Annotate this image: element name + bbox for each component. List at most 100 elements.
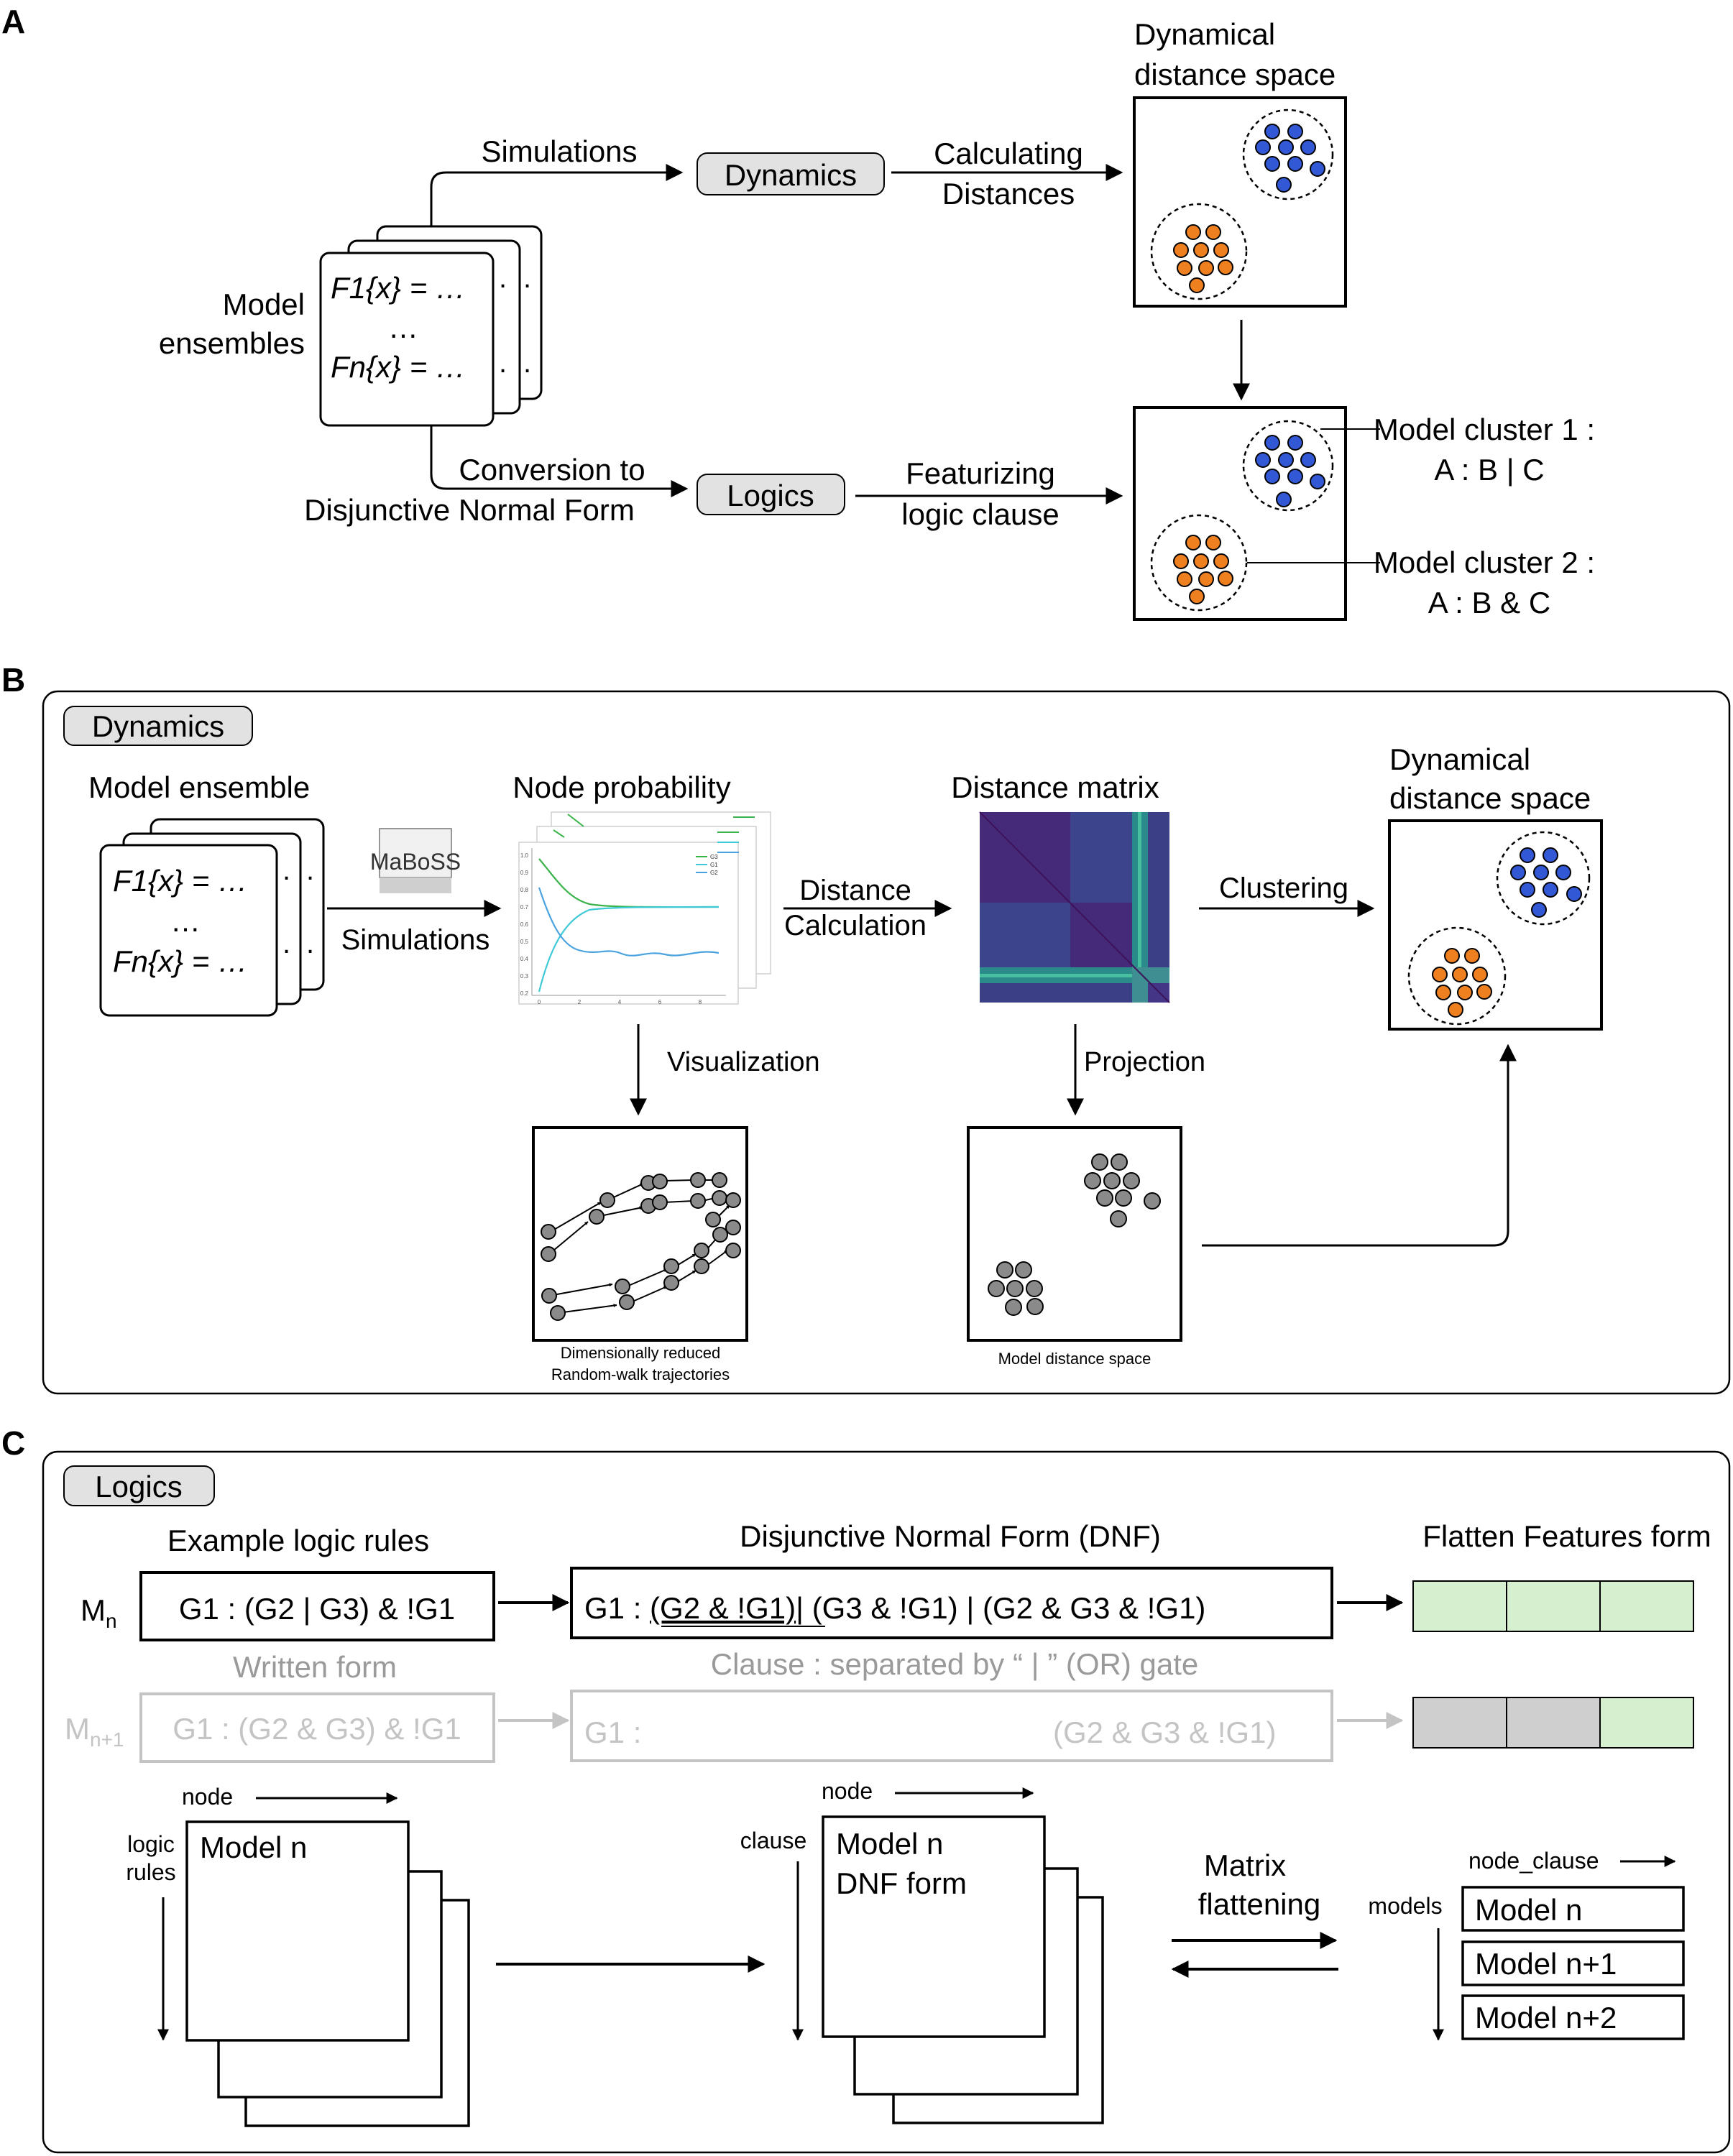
grey-point [1015,1261,1032,1279]
grey-point [1115,1189,1132,1207]
logics-tag-label: Logics [95,1470,182,1503]
distance-matrix-heatmap [979,811,1170,1003]
dnf-prefix: G1 : [584,1591,650,1625]
simulations-label: Simulations [481,134,637,168]
grey-point [1123,1172,1140,1189]
dyn-space-title-2: distance space [1134,57,1336,91]
rw-step [705,1250,728,1267]
formula-f1: F1{x} = … [331,271,466,305]
b-card-dot-3: . [306,854,314,886]
orange-point [1198,260,1214,276]
model-ensemble-title: Model ensemble [88,770,310,804]
b-model-cards [99,818,325,1017]
orange-point [1205,224,1221,240]
distance-label: Distance [799,875,911,906]
grey-point [1084,1172,1101,1189]
blue-point [1287,469,1303,484]
b-blue-points [1510,847,1582,918]
maboss-logo-text: MaBoSS [370,849,461,875]
conversion-line-2: Disjunctive Normal Form [304,493,635,527]
blue-point [1300,452,1316,468]
mini-xtick-label: 4 [618,999,622,1005]
heatmap-band-v-light [1138,812,1141,1003]
grey-point [652,1194,668,1210]
grey-point [725,1220,741,1235]
blue-cluster-outline [1242,109,1334,201]
orange-point [1464,948,1480,964]
formula-fn: Fn{x} = … [331,350,466,384]
mini-curve-g2 [538,887,720,957]
orange-point [1189,277,1205,293]
grey-point [1005,1299,1022,1316]
calculating-label: Calculating [934,137,1083,170]
model-rows [1461,1886,1685,2040]
blue-point [1510,865,1526,880]
cluster2-title: Model cluster 2 : [1374,545,1595,579]
maboss-logo: MaBoSS [370,828,461,893]
b-card-front [99,844,278,1017]
card-dot-4: . [523,347,531,379]
grey-point [615,1279,630,1294]
model-n-sheet-1 [185,1820,410,2042]
grey-point [619,1294,635,1310]
orange-point [1173,553,1189,569]
distance-matrix-title: Distance matrix [951,770,1159,804]
flatten-title: Flatten Features form [1422,1519,1711,1553]
blue-point [1533,865,1549,880]
orange-point [1448,1002,1463,1018]
b-card-dot-4: . [306,928,314,959]
arrow-projection-to-dyn [1202,1044,1517,1247]
orange-point [1177,571,1192,587]
card-dot-1: . [499,262,507,294]
dnf-n1-box [570,1690,1333,1762]
blue-point [1543,847,1558,863]
mini-ytick-label: 0.5 [520,939,529,945]
orange-point [1189,589,1205,604]
mini-ytick-label: 0.6 [520,921,529,928]
orange-point [1444,948,1460,964]
grey-point [705,1212,721,1227]
node-probability-title: Node probability [512,770,731,804]
b-formula-f1: F1{x} = … [113,864,248,898]
blue-point [1520,847,1535,863]
mini-xtick-label: 6 [658,999,662,1005]
panel-c: C Logics Example logic rules Disjunctive… [1,1424,1731,2154]
panel-a-label: A [1,3,25,40]
rw-step [548,1283,613,1296]
grey-point [690,1172,706,1188]
flatten-row-n1 [1412,1697,1694,1749]
mini-ytick-label: 0.2 [520,990,529,997]
b-blue-cluster-outline [1496,831,1591,926]
mn-sub: n [106,1610,117,1632]
grey-point [712,1227,728,1243]
dnf-sheet-1 [822,1815,1046,2038]
clustering-label: Clustering [1219,872,1348,904]
orange-point [1193,553,1209,569]
grey-point [550,1305,566,1321]
blue-point [1276,177,1292,193]
model-n-dnf-line-1: Model n [836,1827,943,1861]
blue-point [1278,139,1294,155]
dnf-n1-clause: (G2 & G3 & !G1) [1053,1715,1276,1749]
grey-point [589,1209,605,1225]
dnf-stack [822,1815,1104,2124]
models-label: models [1368,1893,1442,1919]
mini-plot-front [518,842,739,1005]
orange-point [1218,259,1233,275]
example-rules-title: Example logic rules [167,1524,429,1557]
blue-point [1287,156,1303,172]
blue-point [1531,902,1547,918]
model-row-2: Model n+1 [1475,1947,1617,1981]
conversion-line-1: Conversion to [459,453,645,487]
rw-step [548,1221,589,1255]
model-n-stack [185,1820,470,2127]
dnf-title: Disjunctive Normal Form (DNF) [740,1519,1161,1553]
flatten-n-cell-2 [1506,1580,1601,1632]
orange-point [1177,260,1192,276]
orange-point [1173,242,1189,258]
grey-point [1110,1210,1127,1227]
rw-step [548,1202,602,1233]
grey-point [1026,1298,1044,1315]
grey-point [694,1243,709,1258]
